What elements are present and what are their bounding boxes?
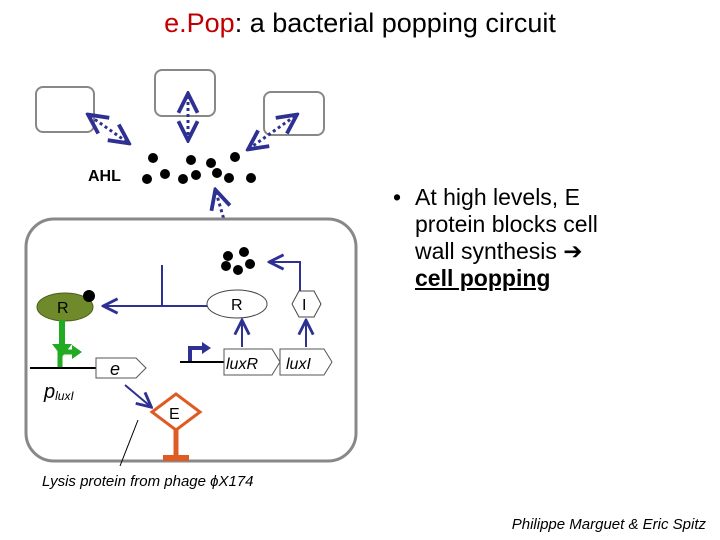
neighbor-cell-top	[154, 69, 216, 117]
i-protein-label: I	[302, 297, 306, 314]
bullet-line-2: protein blocks cell	[415, 211, 598, 237]
e-expression-arrow	[124, 384, 150, 406]
ahl-molecules	[142, 152, 256, 184]
gene-luxi-label: luxI	[286, 356, 311, 373]
i-protein	[291, 290, 322, 318]
gene-e-label: e	[110, 359, 120, 379]
luxi-to-ahl-arrow	[271, 262, 301, 291]
r-protein-label: R	[231, 297, 243, 314]
ahl-molecules-inside	[221, 247, 255, 275]
r-protein	[206, 289, 268, 319]
main-cell	[24, 217, 358, 463]
gene-luxr-label: luxR	[226, 356, 258, 373]
bullet-marker: •	[393, 184, 402, 210]
bullet-line-4: cell popping	[415, 265, 551, 291]
neighbor-cell-left	[35, 86, 95, 133]
gene-luxi	[279, 348, 333, 376]
caption-pointer	[119, 419, 139, 467]
bullet-line-1: At high levels, E	[415, 184, 580, 210]
title-rest: : a bacterial popping circuit	[234, 8, 556, 38]
e-protein	[149, 392, 203, 432]
gene-e	[95, 357, 147, 379]
r-complex-label: R	[57, 300, 69, 317]
gene-luxr	[223, 348, 281, 376]
promoter-luxr	[180, 342, 226, 363]
neighbor-cell-right	[263, 91, 325, 136]
promoter-sub: luxI	[55, 389, 74, 403]
r-bound-ahl	[83, 290, 95, 302]
bullet-text: At high levels, E protein blocks cell wa…	[415, 184, 705, 292]
bullet-line-3: wall synthesis	[415, 238, 557, 264]
bullet-line-3-wrap: wall synthesis ➔	[415, 238, 705, 265]
title-accent: e.Pop	[164, 8, 235, 38]
page-title: e.Pop: a bacterial popping circuit	[0, 8, 720, 39]
ahl-label: AHL	[88, 168, 121, 185]
e-protein-label: E	[169, 406, 180, 423]
promoter-label: pluxI	[43, 381, 74, 403]
ahl-diffusion-arrow-left	[90, 116, 127, 142]
bullet-arrow-icon: ➔	[563, 238, 583, 264]
author-credit: Philippe Marguet & Eric Spitz	[511, 516, 706, 533]
promoter-main: p	[43, 381, 55, 403]
lysis-caption: Lysis protein from phage ϕX174	[42, 473, 254, 490]
